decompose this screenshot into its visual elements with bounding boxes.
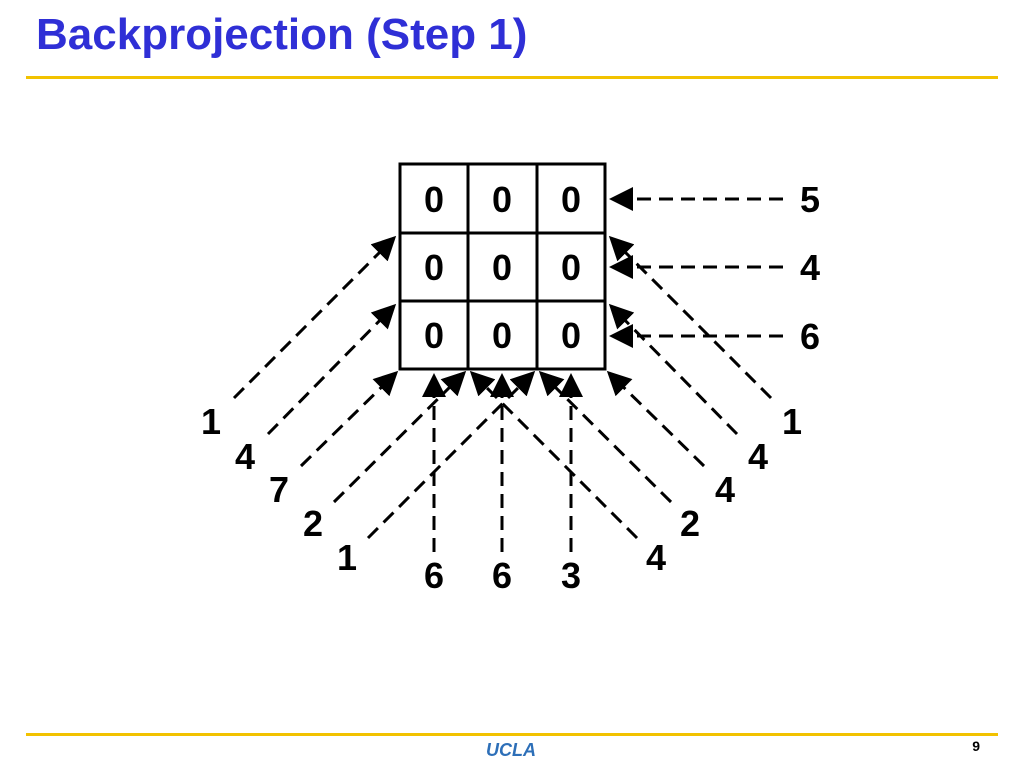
cell-value: 0 — [561, 315, 581, 356]
projection-value: 2 — [303, 503, 323, 544]
projection-arrow — [332, 370, 467, 504]
projection-value: 4 — [800, 247, 820, 288]
projection-arrow — [469, 370, 639, 540]
projection-value: 2 — [680, 503, 700, 544]
footer-divider — [26, 733, 998, 736]
projection-value: 3 — [561, 555, 581, 596]
cell-value: 0 — [424, 179, 444, 220]
projection-value: 5 — [800, 179, 820, 220]
projection-value: 1 — [337, 537, 357, 578]
cell-value: 0 — [492, 247, 512, 288]
grid-border — [398, 162, 607, 371]
projection-value: 6 — [800, 316, 820, 357]
cell-value: 0 — [424, 247, 444, 288]
projection-value: 6 — [424, 555, 444, 596]
projection-arrows — [232, 187, 783, 552]
title-divider — [26, 76, 998, 79]
cell-value: 0 — [561, 247, 581, 288]
projection-value: 4 — [715, 469, 735, 510]
projection-arrow — [266, 303, 397, 436]
pixel-grid: 0 0 0 0 0 0 0 0 0 — [398, 162, 607, 371]
projection-arrow — [232, 235, 397, 400]
projection-arrow — [608, 235, 773, 400]
cell-value: 0 — [561, 179, 581, 220]
projection-arrow — [538, 370, 673, 504]
cell-value: 0 — [424, 315, 444, 356]
cell-value: 0 — [492, 179, 512, 220]
projection-value: 1 — [782, 401, 802, 442]
projection-value: 1 — [201, 401, 221, 442]
projection-value: 6 — [492, 555, 512, 596]
ucla-logo: UCLA — [486, 740, 536, 760]
projection-arrow — [299, 370, 399, 468]
projection-value: 4 — [748, 436, 768, 477]
page-title: Backprojection (Step 1) — [36, 10, 528, 59]
projection-value: 4 — [235, 436, 255, 477]
cell-value: 0 — [492, 315, 512, 356]
projection-value: 7 — [269, 469, 289, 510]
projection-arrow — [366, 370, 536, 540]
projection-arrow — [608, 303, 739, 436]
page-number: 9 — [972, 738, 980, 754]
projection-value: 4 — [646, 537, 666, 578]
projection-arrow — [606, 370, 706, 468]
